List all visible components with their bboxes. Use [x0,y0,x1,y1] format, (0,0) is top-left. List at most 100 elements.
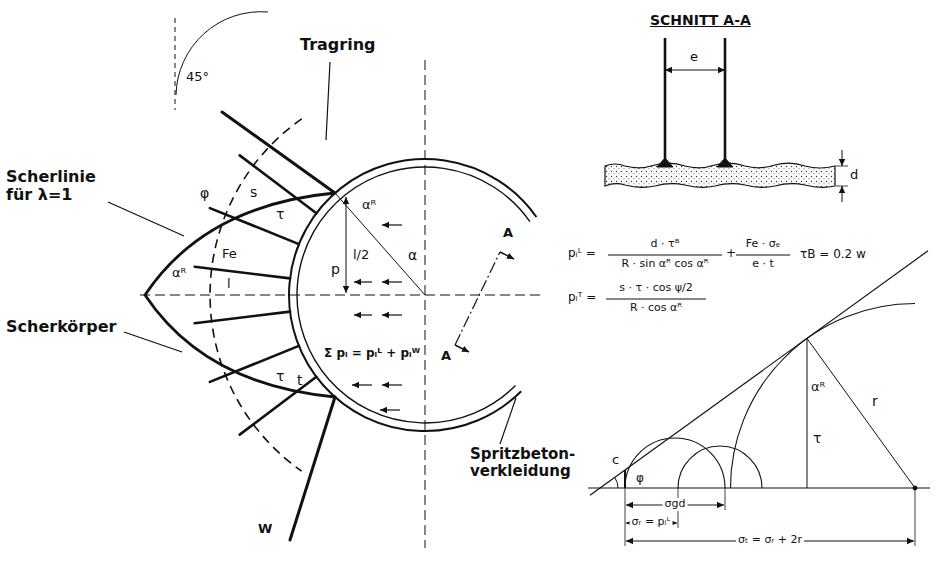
angle-label: φ [636,472,644,486]
bearing-ring-boundary-part [290,397,335,540]
part-label: Tragring [300,36,376,54]
part-label: Scherkörper [6,318,116,336]
section-detail-part [665,70,725,71]
formula-part: R · cos αᴿ [630,302,682,315]
part-label: Scherlinie für λ=1 [6,168,116,205]
angle-label: αᴿ [362,198,376,213]
formula-part: e · t [752,258,774,271]
angle-label: αᴿ [811,380,825,395]
section-detail-part [664,38,667,166]
angle-label: α [408,247,417,263]
formula-part: d · τᴮ [651,238,680,251]
mohr-diagram-part [807,339,915,489]
pressure-arrow [352,225,402,410]
leader-line-part [124,332,182,352]
formula-part: pᵢᵀ = [568,291,596,305]
shotcrete-lining-part [289,159,536,431]
mohr-diagram-part [588,487,930,488]
angle-label: αᴿ [172,266,186,281]
bearing-ring-boundary-part [222,112,335,193]
mohr-diagram-part [807,339,808,489]
symbol-label: τ [813,430,821,446]
section-title: SCHNITT A-A [650,12,751,28]
section-detail-part [724,38,727,166]
mohr-diagram-part [625,488,626,546]
symbol-label: c [612,453,619,468]
formula-label: Σ pᵢ = pᵢᴸ + pᵢᵂ [322,347,422,361]
formula-part: pᵢᴸ = [568,247,596,261]
section-line-part [500,252,514,259]
center-axis-part [425,60,426,548]
section-line-part [455,345,469,352]
dimension-label: σgd [663,498,688,511]
dimension-label: e [690,50,698,65]
pressure-arrow-part [354,281,372,282]
shotcrete-lining-part [297,167,530,423]
pressure-arrow-part [354,314,372,315]
fraction-bar [606,255,790,299]
rock-bolt-part [210,208,299,244]
section-mark: A [441,349,451,364]
bearing-ring-boundary [222,112,335,540]
dimension-label: t [297,372,303,388]
leader-line-part [326,62,330,140]
symbol-label: τ [276,368,284,384]
span-dimension [346,197,347,293]
pressure-arrow-part [382,224,402,225]
section-detail-part [657,158,673,167]
angle-construction-part [175,18,176,110]
mohr-diagram-part [590,251,928,495]
dimension-label: d [850,168,858,183]
symbol-label: τ [276,206,284,222]
section-line [455,252,514,352]
part-label: Spritzbeton- verkleidung [470,446,595,481]
rock-bolt-part [195,312,290,324]
fraction-bar-part [608,255,722,256]
symbol-label: r [872,393,878,409]
section-detail-part [836,166,848,167]
pressure-arrow-part [382,384,402,385]
mohr-diagram-part [615,478,618,489]
dimension-label: l [227,277,231,292]
rock-bolt-part [195,267,290,279]
angle-label: 45° [186,70,209,85]
fraction-bar-part [736,255,790,256]
section-detail-part [717,158,733,167]
formula-part: s · τ · cos ψ/2 [619,282,692,295]
shotcrete-lining [289,159,536,431]
section-mark: A [503,226,513,241]
dimension-label: σᵣ = pᵢᴸ [630,516,673,529]
angle-construction [175,12,268,110]
formula-part: R · sin αᴿ cos αᴿ [621,258,708,271]
dimension-label: l/2 [353,248,369,263]
pressure-arrow-part [380,409,400,410]
shear-line [145,193,335,397]
leader-line [108,62,516,444]
formula-part: τB = 0.2 w [800,248,866,262]
section-detail-part [842,186,843,202]
center-axis-part [140,295,545,296]
mohr-diagram [588,251,930,546]
leader-line-part [108,202,184,236]
angle-construction-part [176,12,268,95]
bearing-ring-limit [210,119,302,471]
mohr-diagram-part [725,488,726,510]
mohr-diagram-part [915,488,916,546]
fraction-bar-part [606,299,706,300]
rock-bolt-part [240,155,317,213]
mohr-diagram-part [625,438,725,488]
symbol-label: p [331,261,340,277]
symbol-label: φ [200,185,209,201]
pressure-arrow-part [382,314,402,315]
dimension-label: σₜ = σᵣ + 2r [736,534,804,547]
section-detail-part [836,186,848,187]
mohr-diagram-part [731,304,916,489]
pressure-arrow-part [382,281,402,282]
pressure-arrow-part [352,384,372,385]
leader-line-part [500,398,516,444]
formula-part: Fe · σₑ [746,238,781,251]
formula-part: + [726,247,736,261]
section-detail [605,38,848,202]
